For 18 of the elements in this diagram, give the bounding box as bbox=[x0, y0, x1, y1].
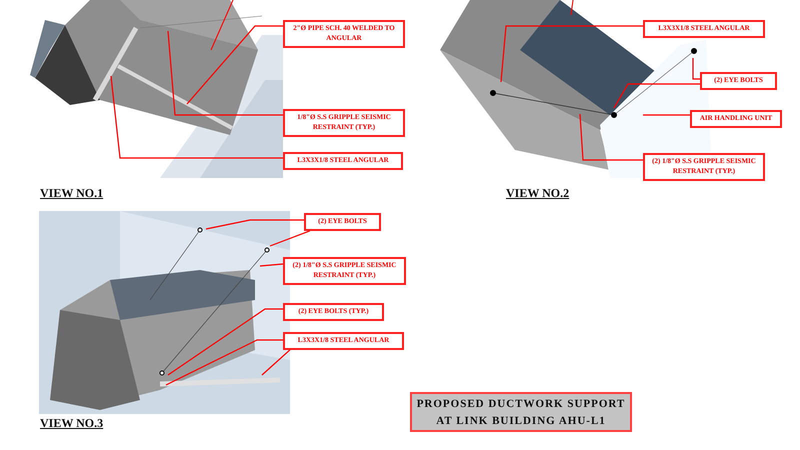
view-caption: VIEW NO.2 bbox=[506, 186, 570, 201]
leader-line bbox=[167, 30, 283, 116]
leader-line bbox=[260, 263, 284, 267]
leader-line bbox=[579, 114, 643, 161]
leader-line bbox=[500, 25, 643, 82]
leader-line bbox=[613, 83, 700, 108]
leader-line bbox=[186, 25, 283, 104]
leader-line bbox=[166, 339, 283, 386]
title-block: PROPOSED DUCTWORK SUPPORT AT LINK BUILDING AHU-L1 bbox=[410, 392, 632, 432]
leader-line bbox=[262, 349, 290, 376]
view-caption: VIEW NO.1 bbox=[40, 186, 104, 201]
leader-line bbox=[206, 219, 304, 230]
leader-line bbox=[110, 76, 283, 159]
leader-line bbox=[643, 114, 690, 116]
leader-line bbox=[168, 308, 283, 376]
leader-line bbox=[692, 58, 700, 80]
leader-line bbox=[270, 230, 310, 247]
view-caption: VIEW NO.3 bbox=[40, 416, 104, 431]
